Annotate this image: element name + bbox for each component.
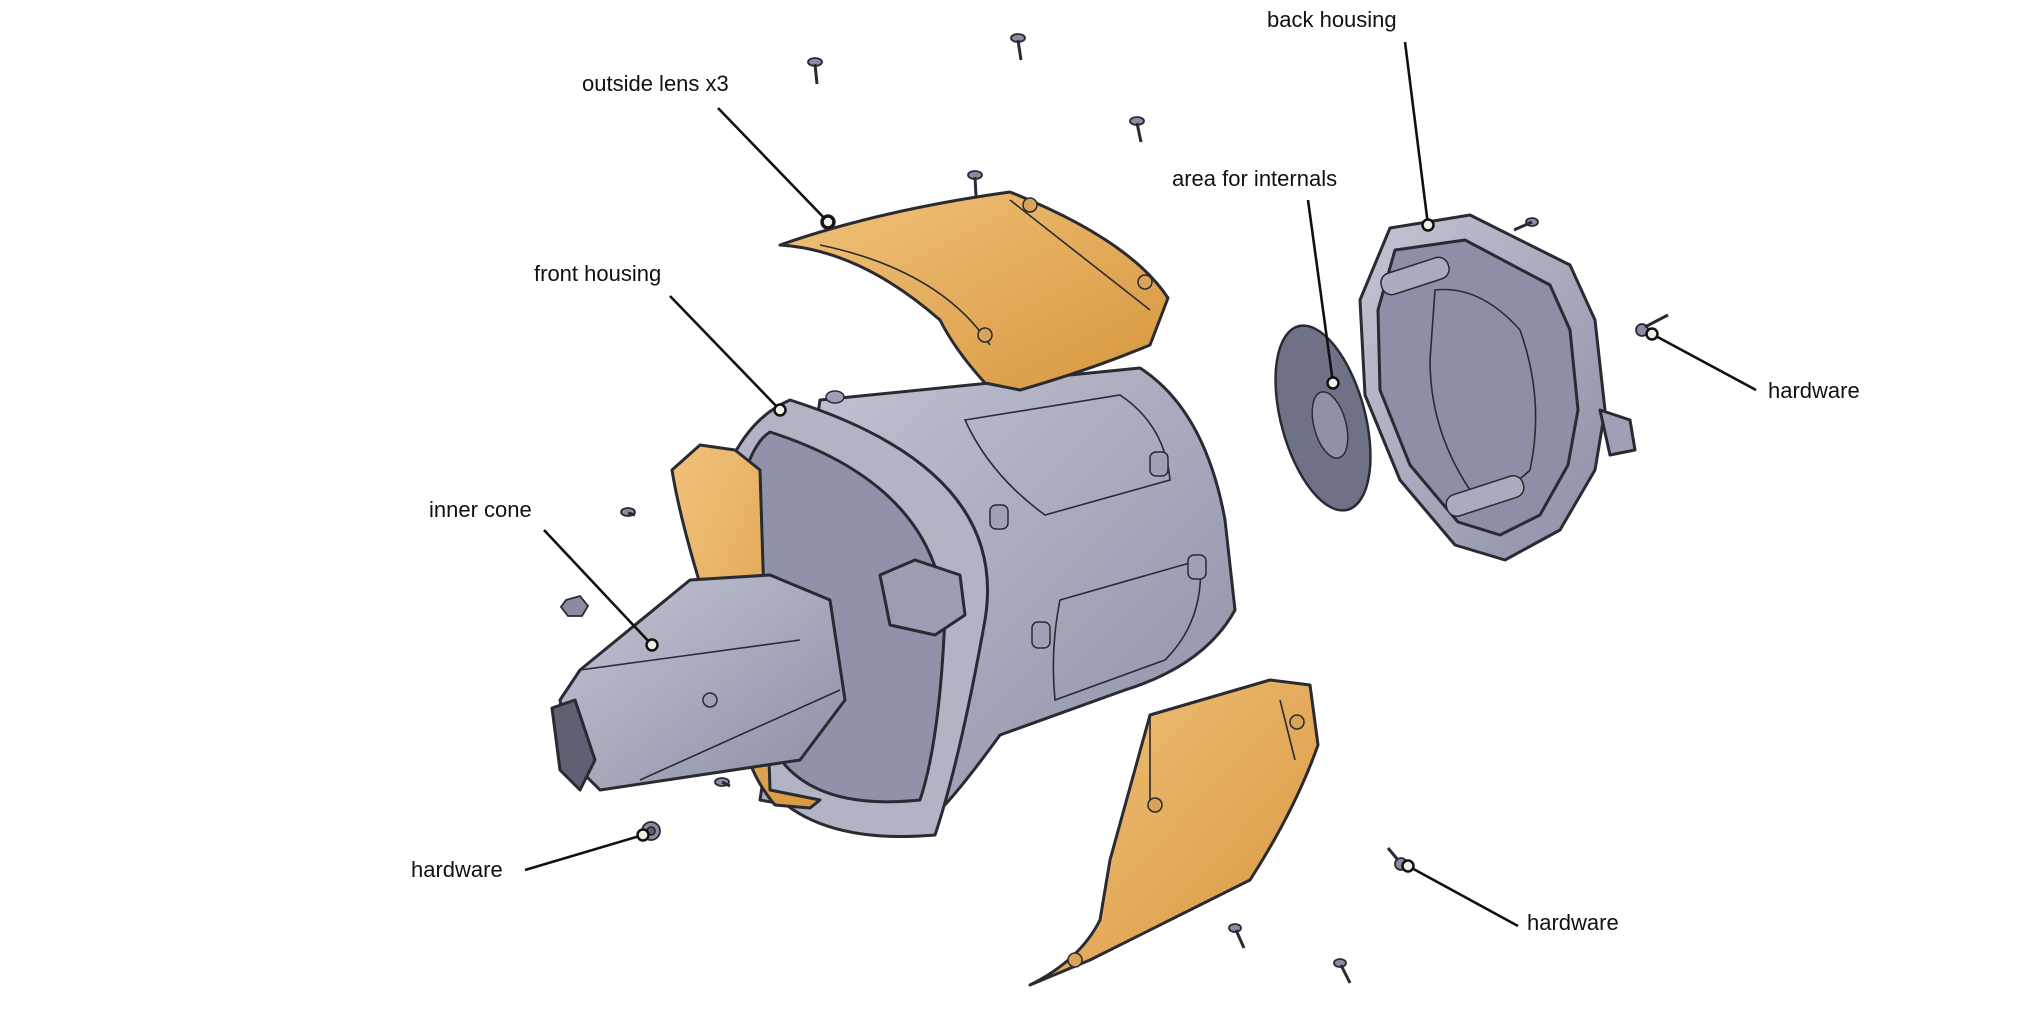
screw — [807, 57, 823, 85]
front-housing-boss — [1187, 554, 1207, 580]
front-housing-panel-lower — [1052, 558, 1202, 702]
screw — [1333, 958, 1352, 984]
inner-cone-nose — [550, 698, 597, 792]
screw — [1513, 217, 1539, 232]
lens-screw-boss — [1289, 714, 1305, 730]
lens-screw-boss — [1147, 797, 1163, 813]
lens-screw-boss — [977, 327, 993, 343]
inner-cone-facet — [579, 639, 841, 781]
label-inner-cone: inner cone — [429, 497, 532, 522]
label-front-housing: front housing — [534, 261, 662, 286]
screw — [714, 777, 731, 788]
back-housing-tab — [1598, 408, 1637, 457]
outside-lens-top — [778, 190, 1170, 392]
outside-lens-top-flange — [819, 199, 1151, 346]
screw — [1010, 33, 1026, 61]
back-housing-standoff — [1380, 256, 1450, 296]
label-outside-lens: outside lens x3 — [582, 71, 729, 96]
leader-area-internals — [1306, 199, 1335, 384]
back-housing-standoff — [1445, 475, 1525, 517]
inner-cone-boss — [702, 692, 718, 708]
label-hardware-right: hardware — [1768, 378, 1860, 403]
label-back-housing: back housing — [1267, 7, 1397, 32]
nut — [559, 594, 590, 617]
front-housing-boss — [1031, 621, 1051, 649]
leader-dot — [1401, 859, 1415, 873]
back-housing-inner — [1376, 238, 1580, 537]
front-housing-hex-socket — [878, 558, 967, 637]
screw — [1228, 923, 1246, 949]
leader-dot — [636, 828, 650, 842]
leader-hardware-bottom-left — [524, 833, 644, 872]
label-area-for-internals: area for internals — [1172, 166, 1338, 191]
leader-front-housing — [669, 295, 781, 411]
screw — [1129, 116, 1145, 143]
label-hardware-bottom-right: hardware — [1527, 910, 1619, 935]
leader-dot — [645, 638, 659, 652]
front-housing-boss — [1149, 451, 1169, 477]
lens-screw-boss — [1022, 197, 1038, 213]
label-hardware-bottom-left: hardware — [411, 857, 503, 882]
outside-lens-bottom — [1028, 678, 1320, 987]
back-housing — [1358, 213, 1637, 562]
leader-lines — [524, 41, 1757, 928]
leader-hardware-right — [1651, 332, 1757, 392]
leader-dot — [773, 403, 787, 417]
screw — [1635, 313, 1669, 337]
screw — [967, 170, 983, 197]
back-housing-cavity — [1429, 288, 1537, 494]
leader-dot — [1645, 327, 1659, 341]
lens-screw-boss — [1137, 274, 1153, 290]
inner-cone-body — [558, 573, 847, 792]
front-housing-boss — [989, 504, 1009, 530]
front-housing-panel-upper — [963, 394, 1171, 516]
inner-cone — [550, 573, 847, 792]
front-housing-boss — [825, 390, 845, 404]
screw — [620, 507, 636, 517]
lens-screw-boss — [1067, 952, 1083, 968]
outside-lens-bottom-flange — [1149, 699, 1296, 800]
internals-disc — [1274, 324, 1372, 512]
leader-hardware-bottom-right — [1407, 864, 1519, 928]
hardware-parts — [559, 33, 1669, 984]
leader-dot — [1421, 218, 1435, 232]
leader-outside-lens — [717, 107, 829, 223]
leader-dot — [1326, 376, 1340, 390]
leader-back-housing — [1403, 41, 1430, 226]
leader-dot — [821, 215, 835, 229]
leader-inner-cone — [543, 529, 653, 646]
